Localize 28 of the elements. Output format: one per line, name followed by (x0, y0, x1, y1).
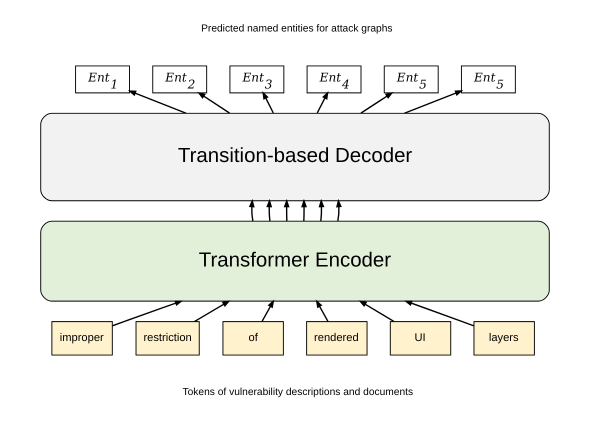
node-box: restriction (136, 321, 200, 356)
node-box: UI (390, 321, 452, 356)
arrow (360, 92, 394, 114)
node-box: Transformer Encoder (40, 220, 550, 302)
arrow (318, 198, 324, 222)
arrow (358, 300, 394, 322)
arrow (112, 300, 184, 326)
arrow (284, 198, 290, 222)
arrow (266, 198, 272, 222)
node-box: improper (51, 321, 113, 356)
node-box: Transition-based Decoder (40, 112, 550, 202)
label: Predicted named entities for attack graphs (201, 23, 393, 34)
arrow (404, 300, 474, 326)
arrow (301, 198, 307, 222)
arrow (197, 92, 230, 114)
arrow (248, 198, 255, 222)
node-box: of (222, 321, 284, 356)
arrow (194, 300, 231, 322)
arrow (316, 91, 329, 114)
label: Tokens of vulnerability descriptions and documents (182, 386, 414, 398)
arrow (262, 91, 274, 114)
node-box: rendered (306, 321, 368, 356)
arrow (404, 90, 464, 114)
arrow (336, 198, 342, 222)
node-box: layers (474, 321, 535, 356)
arrow (261, 299, 274, 322)
arrow (316, 299, 329, 322)
arrow (128, 90, 186, 114)
